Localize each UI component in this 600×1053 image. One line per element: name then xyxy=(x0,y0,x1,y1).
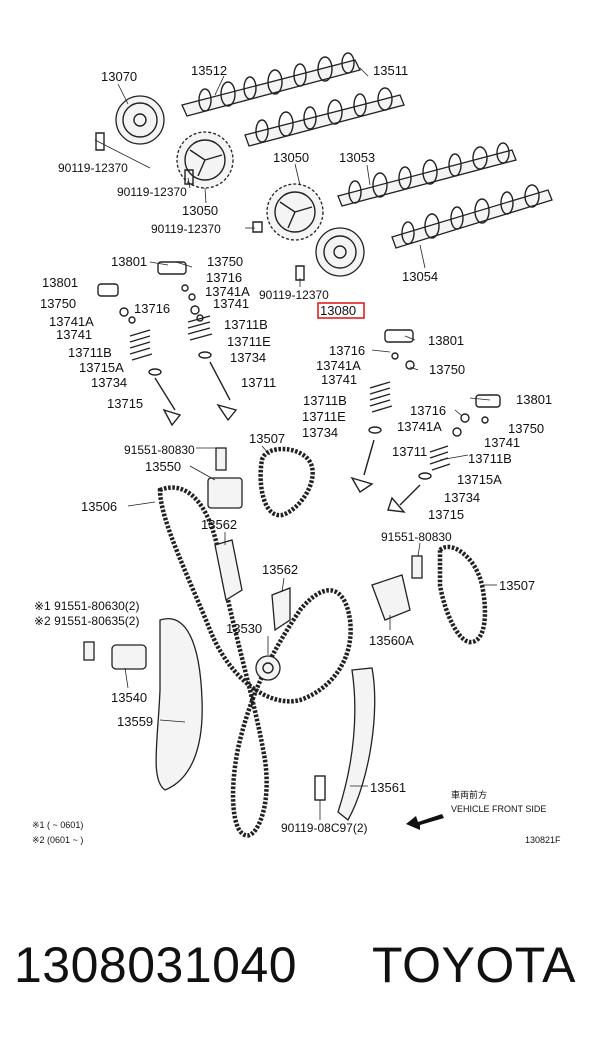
label-13734-d: 13734 xyxy=(444,490,480,505)
valve-train-right xyxy=(350,329,501,513)
label-13559: 13559 xyxy=(117,714,153,729)
label-13711B-a: 13711B xyxy=(224,317,268,332)
bolt-90119-08C97 xyxy=(314,775,326,801)
label-13741-d: 13741 xyxy=(484,435,520,450)
label-13741-c: 13741 xyxy=(321,372,357,387)
note-2: ※2 91551-80635(2) xyxy=(34,614,139,628)
camshaft-13511 xyxy=(244,87,405,147)
footnote-1: ※1 ( ~ 0601) xyxy=(32,820,83,830)
label-13080-highlighted: 13080 xyxy=(320,303,356,318)
brand-name: TOYOTA xyxy=(372,937,576,993)
label-13715A-a: 13715A xyxy=(79,360,124,375)
vehicle-front-en: VEHICLE FRONT SIDE xyxy=(451,804,546,814)
label-13711E-a: 13711E xyxy=(227,334,271,349)
timing-chain-parts-diagram: 13070 13512 13511 90119-12370 90119-1237… xyxy=(32,52,561,845)
label-13734-c: 13734 xyxy=(302,425,338,440)
label-13741-b: 13741 xyxy=(56,327,92,342)
label-13741A-a: 13741A xyxy=(205,284,250,299)
label-13070: 13070 xyxy=(101,69,137,84)
label-13741-a: 13741 xyxy=(213,296,249,311)
chain-damper-13562-b xyxy=(271,587,291,632)
vehicle-front-jp: 車両前方 xyxy=(451,789,487,800)
label-13050-b: 13050 xyxy=(273,150,309,165)
label-13734-b: 13734 xyxy=(91,375,127,390)
label-13715-b: 13715 xyxy=(428,507,464,522)
label-13750-b: 13750 xyxy=(40,296,76,311)
label-13512: 13512 xyxy=(191,63,227,78)
label-13050-a: 13050 xyxy=(182,203,218,218)
footnote-2: ※2 (0601 ~ ) xyxy=(32,835,83,845)
label-90119-12370-a: 90119-12370 xyxy=(58,161,128,175)
tensioner-13540 xyxy=(83,641,147,670)
label-90119-12370-b: 90119-12370 xyxy=(117,185,187,199)
label-13711B-c: 13711B xyxy=(303,393,347,408)
label-13750-a: 13750 xyxy=(207,254,243,269)
label-13741A-c: 13741A xyxy=(316,358,361,373)
label-13716-d: 13716 xyxy=(410,403,446,418)
label-13750-d: 13750 xyxy=(508,421,544,436)
figure-code: 130821F xyxy=(525,835,561,845)
highlight-box-13080 xyxy=(317,302,365,319)
label-13507-b: 13507 xyxy=(499,578,535,593)
sprocket-13530 xyxy=(255,655,281,681)
label-13715A-b: 13715A xyxy=(457,472,502,487)
bolt-icons xyxy=(95,132,305,281)
label-13507-a: 13507 xyxy=(249,431,285,446)
camshaft-13512 xyxy=(181,52,361,117)
label-13562-a: 13562 xyxy=(201,517,237,532)
label-13562-b: 13562 xyxy=(262,562,298,577)
label-91551-80830-b: 91551-80830 xyxy=(381,530,452,544)
label-13530: 13530 xyxy=(226,621,262,636)
label-13741A-d: 13741A xyxy=(397,419,442,434)
label-13750-c: 13750 xyxy=(429,362,465,377)
label-91551-80830-a: 91551-80830 xyxy=(124,443,195,457)
label-13801-c: 13801 xyxy=(428,333,464,348)
cam-timing-gear-13050-lower xyxy=(266,183,324,241)
label-13716-c: 13716 xyxy=(329,343,365,358)
label-13711-b: 13711 xyxy=(392,444,427,459)
cam-timing-gear-13070 xyxy=(115,95,165,145)
label-13716-b: 13716 xyxy=(134,301,170,316)
camshaft-13053 xyxy=(337,142,517,207)
label-13711E-b: 13711E xyxy=(302,409,346,424)
timing-chain-13506 xyxy=(157,485,353,838)
label-13741A-b: 13741A xyxy=(49,314,94,329)
label-13801-b: 13801 xyxy=(42,275,78,290)
label-13506: 13506 xyxy=(81,499,117,514)
label-90119-08C97: 90119-08C97(2) xyxy=(281,821,368,835)
valve-train-left xyxy=(97,261,238,427)
vehicle-front-arrow-icon xyxy=(406,814,444,830)
camshaft-13054 xyxy=(391,184,553,249)
label-13715-a: 13715 xyxy=(107,396,143,411)
chain-tensioner-13550 xyxy=(207,447,243,509)
label-13550: 13550 xyxy=(145,459,181,474)
label-13801-a: 13801 xyxy=(111,254,147,269)
label-90119-12370-c: 90119-12370 xyxy=(151,222,221,236)
label-13801-d: 13801 xyxy=(516,392,552,407)
note-1: ※1 91551-80630(2) xyxy=(34,599,139,613)
cam-timing-gear-13050-upper xyxy=(176,131,234,189)
leader-lines xyxy=(94,67,497,820)
label-13711-a: 13711 xyxy=(241,375,276,390)
tension-arm-13559 xyxy=(155,618,203,791)
part-number: 1308031040 xyxy=(14,937,298,993)
label-90119-12370-d: 90119-12370 xyxy=(259,288,329,302)
label-13054: 13054 xyxy=(402,269,438,284)
label-13053: 13053 xyxy=(339,150,375,165)
caption: 1308031040 TOYOTA xyxy=(0,930,600,1020)
chain-tensioner-13560A xyxy=(371,555,423,621)
label-13511: 13511 xyxy=(373,63,408,78)
label-13561: 13561 xyxy=(370,780,406,795)
label-13711B-b: 13711B xyxy=(68,345,112,360)
chain-damper-13562-a xyxy=(214,539,243,602)
label-13560A: 13560A xyxy=(369,633,414,648)
cam-timing-gear-13080 xyxy=(315,227,365,277)
label-13540: 13540 xyxy=(111,690,147,705)
label-13716-a: 13716 xyxy=(206,270,242,285)
label-13711B-d: 13711B xyxy=(468,451,512,466)
chain-guide-13561 xyxy=(337,667,376,821)
chain-13507-left xyxy=(258,446,315,518)
label-13734-a: 13734 xyxy=(230,350,266,365)
chain-13507-right xyxy=(437,544,488,645)
